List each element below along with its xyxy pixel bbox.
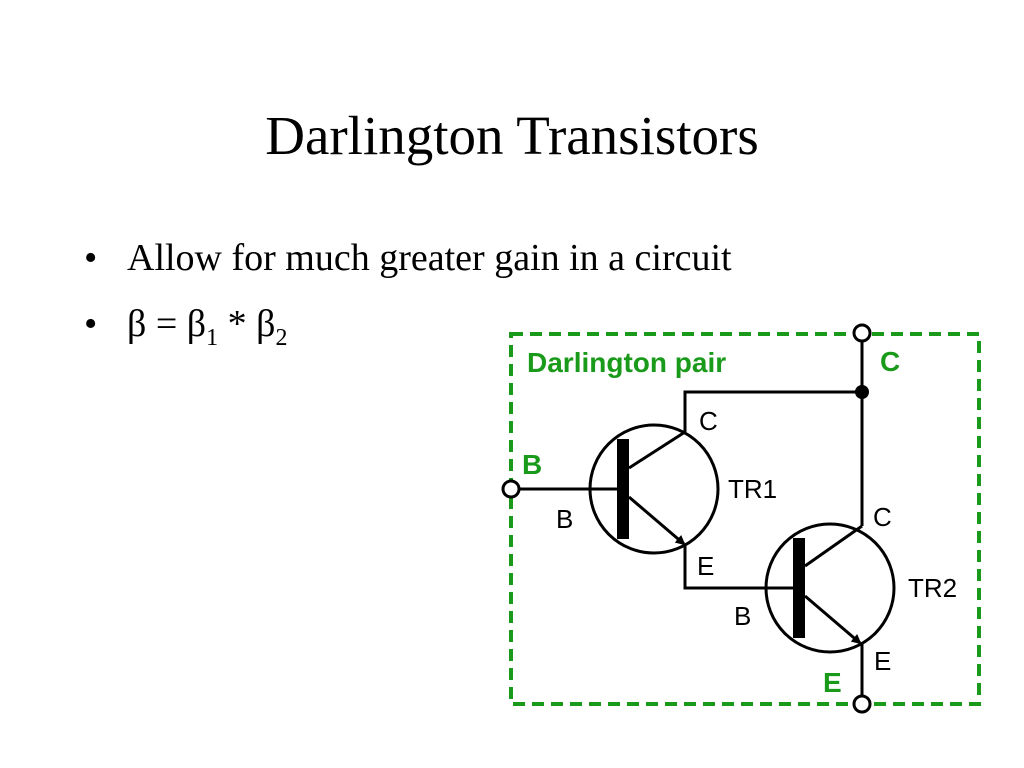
emitter-terminal-label: E — [823, 667, 842, 698]
bullet-text: Allow for much greater gain in a circuit — [127, 237, 732, 279]
bullet-item-beta-formula: • β = β1 * β2 — [84, 296, 732, 366]
tr2-transistor — [764, 522, 896, 654]
tr1-body — [588, 423, 720, 555]
tr1-name-label: TR1 — [728, 474, 777, 504]
slide-title: Darlington Transistors — [265, 105, 759, 166]
tr1-transistor — [588, 423, 720, 555]
darlington-pair-box — [509, 332, 981, 706]
collector-terminal[interactable] — [852, 323, 872, 343]
tr2-name-label: TR2 — [908, 573, 957, 603]
tr2-body — [764, 522, 896, 654]
darlington-pair-label: Darlington pair — [527, 347, 726, 378]
tr1-to-tr2-wire — [683, 545, 798, 590]
tr1-collector-label: C — [699, 406, 718, 436]
tr2-collector-lead — [804, 524, 863, 568]
formula-equals: = — [146, 303, 187, 345]
bullet-item: • Allow for much greater gain in a circu… — [84, 230, 732, 286]
base-terminal[interactable] — [501, 479, 521, 499]
tr1-emitter-arrow — [628, 495, 686, 546]
tr2-collector-label: C — [873, 502, 892, 532]
tr2-emitter-label: E — [874, 646, 891, 676]
bullet-marker: • — [84, 237, 98, 279]
collector-terminal-label: C — [880, 346, 900, 377]
formula-sub1: 1 — [206, 325, 219, 351]
tr2-base-bar — [793, 538, 805, 638]
tr1-base-label: B — [556, 504, 573, 534]
formula-beta1: β — [186, 303, 207, 345]
tr1-collector-wire — [683, 390, 862, 432]
bullet-marker: • — [84, 303, 98, 345]
bullet-list: • Allow for much greater gain in a circu… — [84, 230, 732, 376]
formula-beta2: β — [256, 303, 276, 345]
tr1-emitter-label: E — [697, 551, 714, 581]
tr1-collector-lead — [628, 430, 686, 470]
tr1-base-bar — [617, 439, 629, 539]
base-terminal-label: B — [522, 449, 542, 480]
tr2-base-label: B — [734, 601, 751, 631]
formula-beta: β — [127, 303, 147, 345]
tr2-emitter-arrow — [804, 594, 862, 645]
formula-times: * — [218, 303, 257, 345]
formula-sub2: 2 — [275, 325, 288, 351]
emitter-terminal[interactable] — [852, 694, 872, 714]
